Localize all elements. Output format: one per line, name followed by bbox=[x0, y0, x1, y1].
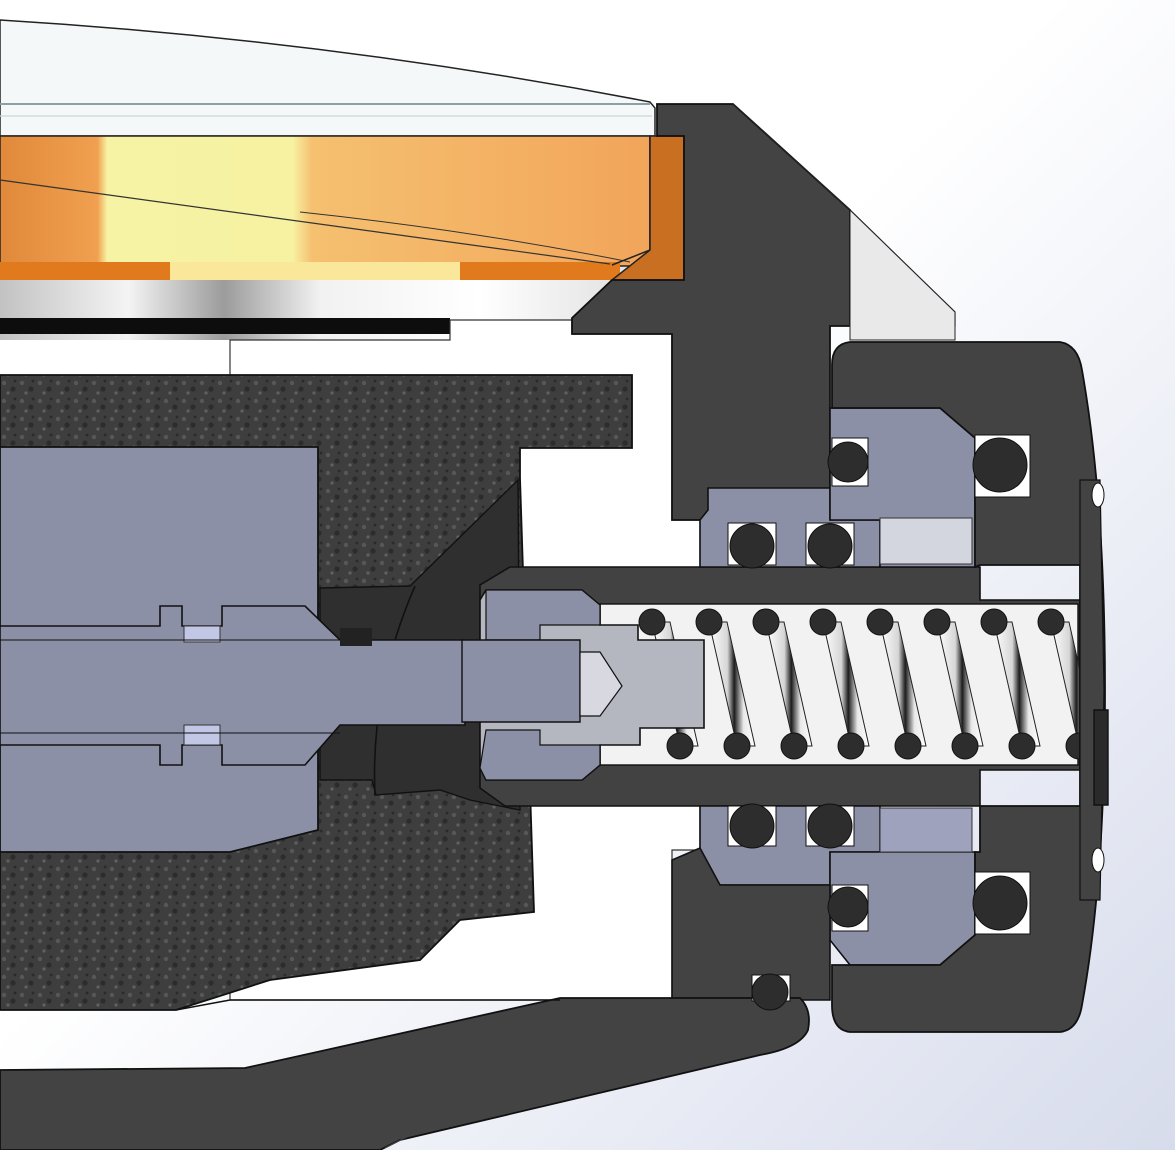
housing-lower-inner-line bbox=[175, 999, 560, 1011]
lower-shine-plate bbox=[879, 807, 973, 853]
spring-wire-top bbox=[866, 608, 894, 636]
o-ring bbox=[827, 441, 869, 483]
o-ring bbox=[729, 523, 775, 569]
spring-wire-top bbox=[638, 608, 666, 636]
spring-wire-bottom bbox=[894, 732, 922, 760]
shaft-sleeve bbox=[340, 628, 372, 646]
spring-wire-bottom bbox=[723, 732, 751, 760]
spring-wire-bottom bbox=[1008, 732, 1036, 760]
spring-wire-top bbox=[980, 608, 1008, 636]
spring-wire-bottom bbox=[666, 732, 694, 760]
spring-wire-bottom bbox=[837, 732, 865, 760]
o-rings bbox=[727, 434, 1031, 1011]
plunger bbox=[461, 589, 705, 781]
spring-wire-top bbox=[923, 608, 951, 636]
spring-wire-bottom bbox=[780, 732, 808, 760]
glass-lens bbox=[0, 19, 656, 137]
o-ring bbox=[972, 437, 1028, 493]
spring-wire-top bbox=[1037, 608, 1065, 636]
lower-edge-line bbox=[384, 1119, 441, 1149]
o-ring bbox=[972, 875, 1028, 931]
knob-nubs bbox=[1091, 482, 1105, 873]
end-cap-lip bbox=[1079, 479, 1105, 901]
spring-wire-bottom bbox=[951, 732, 979, 760]
o-ring bbox=[807, 803, 853, 849]
upper-shine-plate bbox=[879, 517, 973, 565]
o-ring bbox=[827, 886, 869, 928]
housing-chamfer-shine bbox=[849, 208, 956, 341]
o-ring bbox=[729, 803, 775, 849]
o-ring bbox=[751, 973, 789, 1011]
housing-lower bbox=[0, 997, 810, 1150]
end-cap-slot bbox=[1093, 709, 1109, 806]
spring-wire-top bbox=[752, 608, 780, 636]
spring-wire-top bbox=[809, 608, 837, 636]
orange-ring-band bbox=[0, 135, 651, 280]
spring-wire-top bbox=[695, 608, 723, 636]
o-ring bbox=[807, 523, 853, 569]
